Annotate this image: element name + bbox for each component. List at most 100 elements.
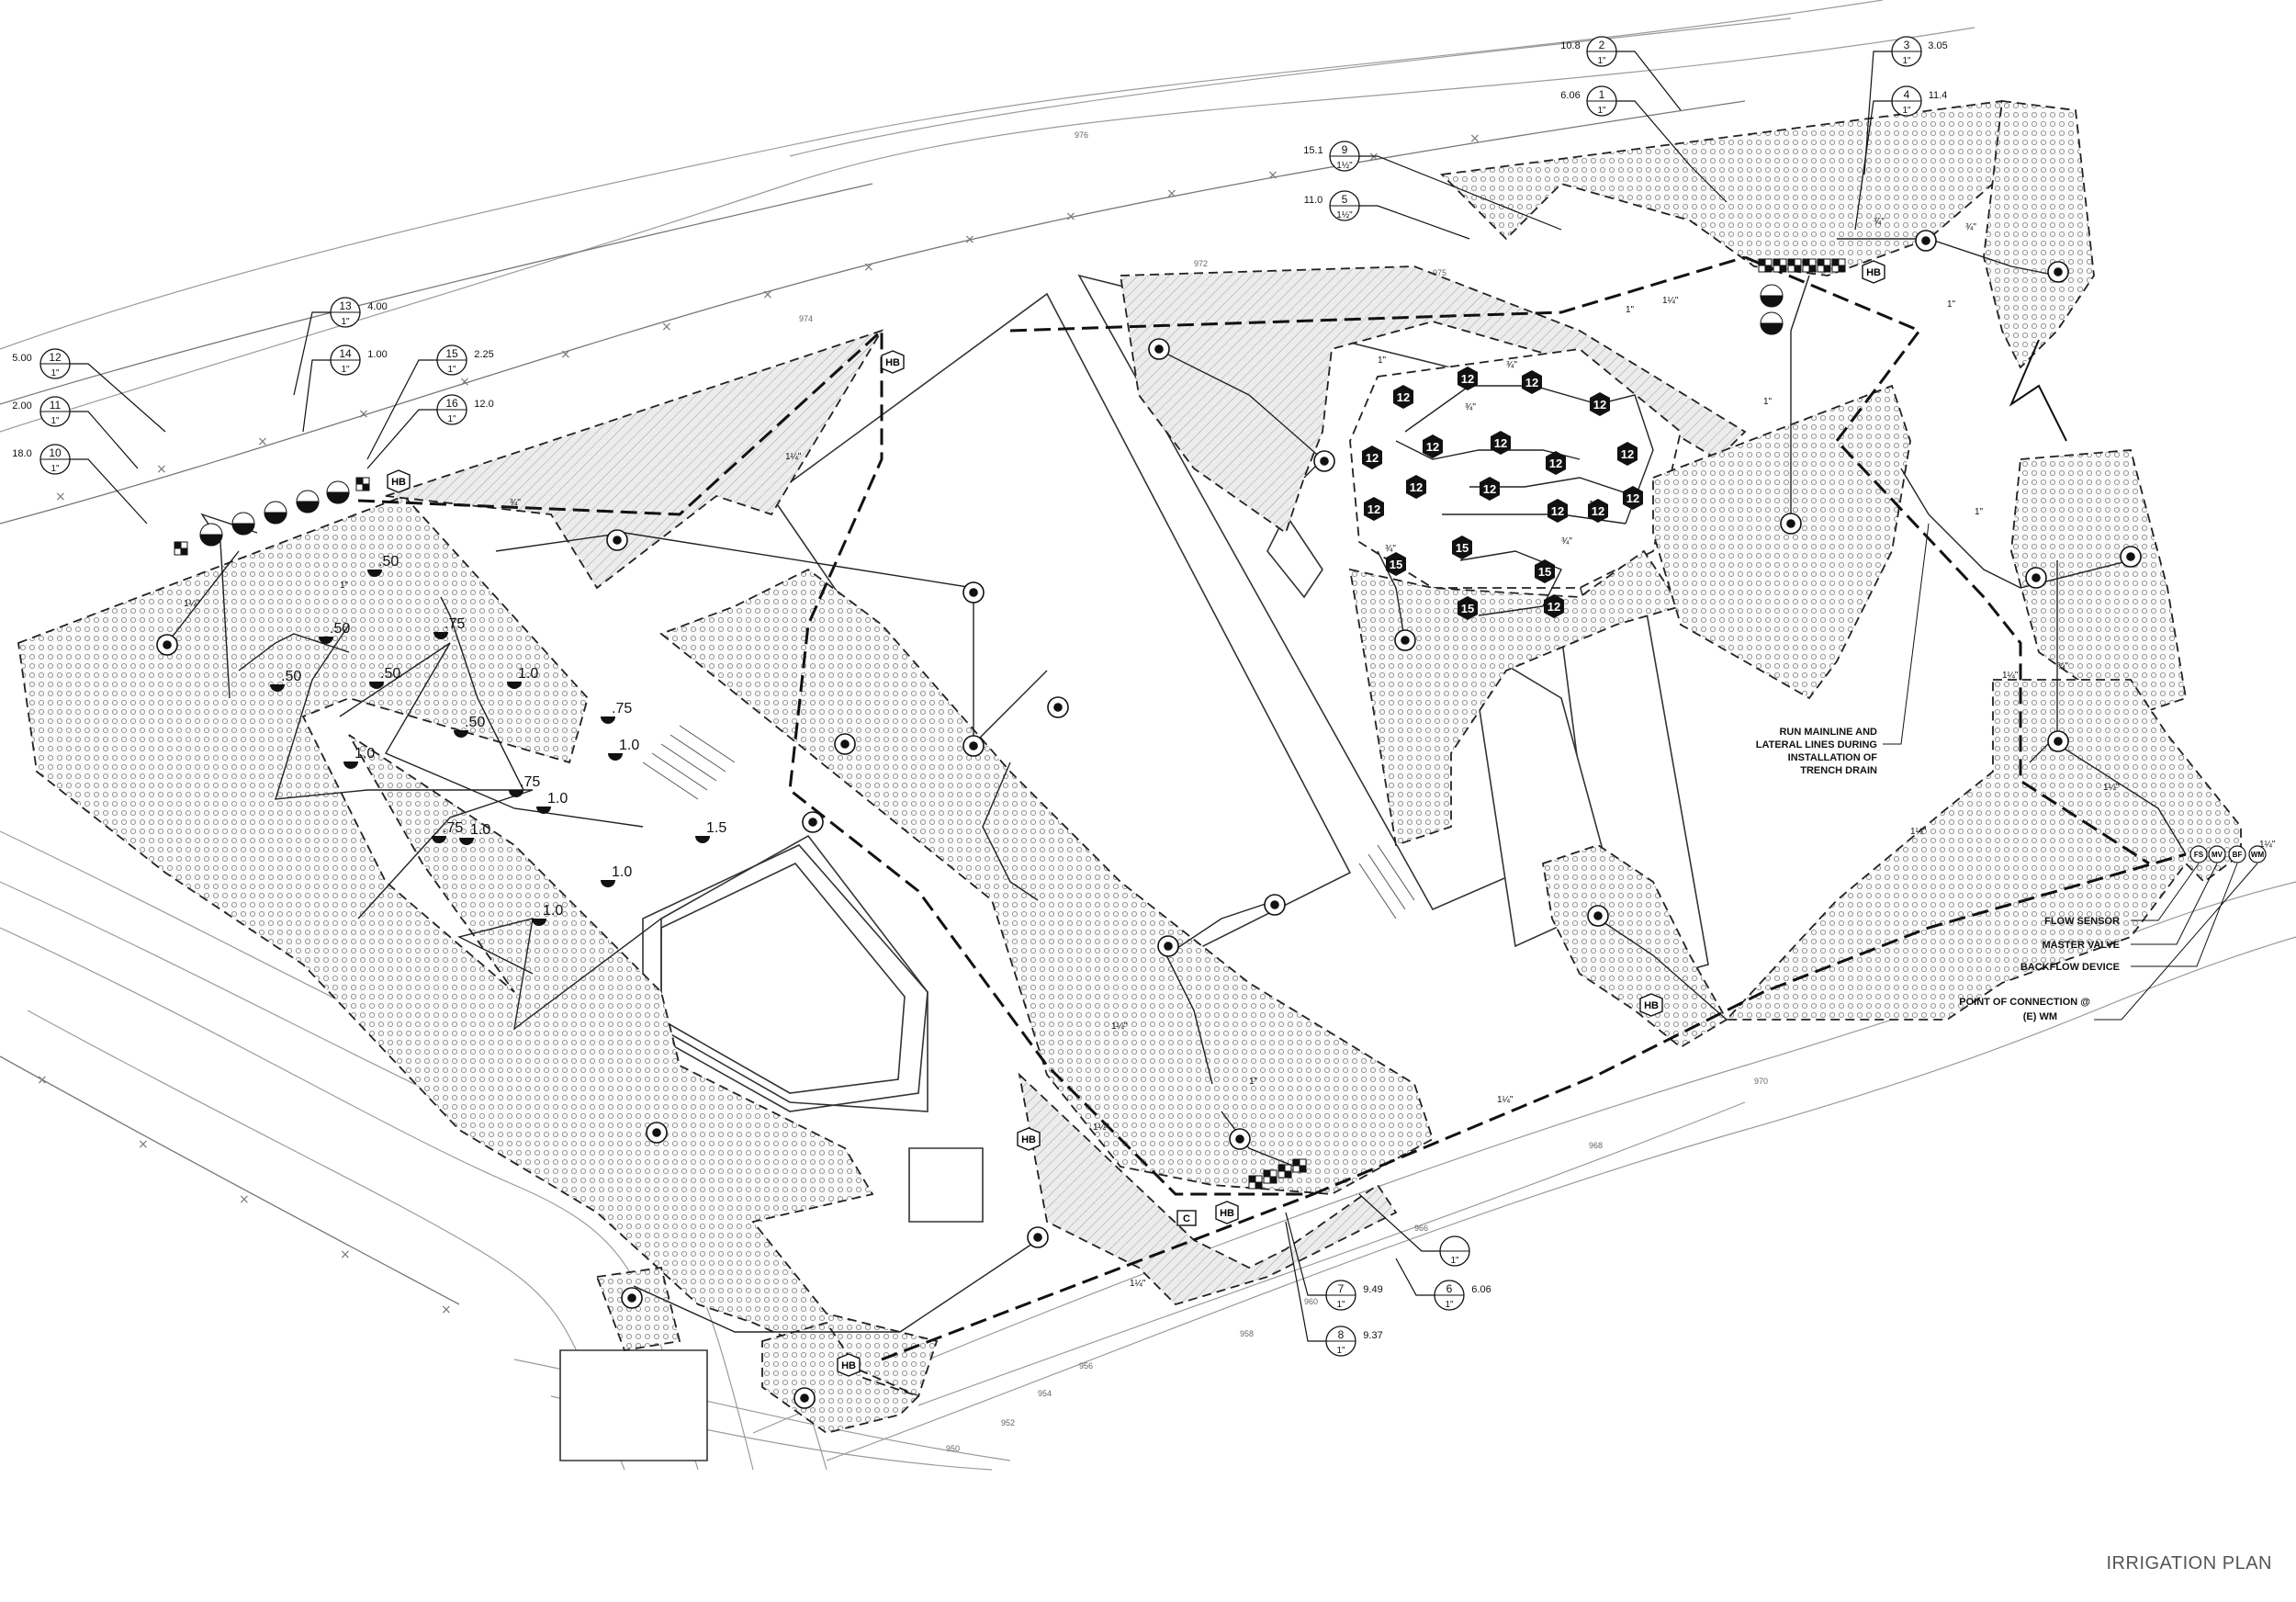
drip-marker: 15 — [1538, 565, 1551, 579]
bed-ne-corner — [1440, 99, 2004, 276]
svg-text:1": 1" — [341, 365, 350, 375]
svg-text:4.00: 4.00 — [367, 301, 387, 312]
zone-tag-3: 31" 3.05 — [1891, 36, 1948, 67]
equipment-notes: FLOW SENSOR MASTER VALVE BACKFLOW DEVICE… — [1756, 727, 2120, 1022]
drip-marker: 12 — [1367, 502, 1380, 516]
svg-text:¾": ¾" — [2057, 661, 2068, 671]
bed-ne-right — [1983, 99, 2095, 369]
svg-text:1½": 1½" — [1336, 161, 1353, 171]
svg-text:1": 1" — [447, 414, 456, 424]
bubbler-label: 1.0 — [547, 791, 568, 807]
bubbler-label: .50 — [330, 621, 350, 637]
svg-text:×: × — [459, 375, 470, 389]
drip-marker: 12 — [1410, 480, 1423, 494]
drip-marker: 12 — [1592, 504, 1604, 518]
svg-text:×: × — [55, 490, 66, 504]
svg-text:×: × — [1267, 168, 1278, 183]
hose-bib-label: HB — [1220, 1208, 1234, 1219]
bed-north-east — [1119, 265, 1747, 535]
svg-text:16: 16 — [445, 397, 458, 410]
zone-tag-blank: 1" — [1439, 1235, 1470, 1267]
backflow-device-icon: BF — [2233, 851, 2243, 859]
hose-bib-label: HB — [1644, 1000, 1659, 1011]
svg-text:3.05: 3.05 — [1928, 40, 1947, 51]
drip-marker: 12 — [1426, 440, 1439, 454]
drip-marker: 12 — [1593, 398, 1606, 412]
svg-text:1": 1" — [1597, 56, 1606, 66]
drip-marker: 12 — [1548, 600, 1560, 614]
mainline-note-line3: INSTALLATION OF — [1788, 752, 1878, 763]
zone-tag-16: 16 1" 12.0 — [436, 394, 494, 425]
bubbler-label: 1.5 — [706, 820, 726, 836]
svg-text:12.0: 12.0 — [474, 399, 493, 410]
drip-marker: 12 — [1525, 376, 1538, 389]
zone-tag-14: 141" 1.00 — [330, 344, 388, 376]
svg-text:11.0: 11.0 — [1304, 195, 1323, 206]
zone-tag-8: 8 1" 9.37 — [1325, 1326, 1383, 1357]
svg-text:1": 1" — [51, 464, 60, 474]
svg-text:1¼": 1¼" — [1093, 1122, 1109, 1133]
svg-text:5: 5 — [1342, 193, 1348, 206]
bubbler-label: .75 — [520, 774, 540, 790]
drip-marker: 15 — [1461, 602, 1474, 615]
svg-text:1": 1" — [1626, 305, 1635, 315]
drip-marker: 12 — [1461, 372, 1474, 386]
svg-text:9.49: 9.49 — [1363, 1284, 1382, 1295]
zone-tag-5: 51½" 11.0 — [1304, 190, 1360, 221]
bubbler-label: 1.0 — [612, 864, 632, 880]
svg-text:9.37: 9.37 — [1363, 1330, 1382, 1341]
svg-text:1": 1" — [1597, 106, 1606, 116]
zone-tag-7: 71" 9.49 — [1325, 1280, 1383, 1311]
tree-bubblers: .50 .75 .50 .50 1.0 .50 1.0 .75 .50 .75 … — [270, 554, 726, 926]
svg-text:2.25: 2.25 — [474, 349, 493, 360]
svg-text:6.06: 6.06 — [1471, 1284, 1491, 1295]
flow-sensor-note: FLOW SENSOR — [2044, 916, 2120, 927]
svg-text:9: 9 — [1342, 143, 1348, 156]
poc-equipment: FS MV BF WM — [2189, 845, 2267, 863]
drip-marker: 12 — [1621, 447, 1634, 461]
svg-text:11: 11 — [50, 399, 62, 412]
svg-text:1": 1" — [1902, 106, 1911, 116]
bed-central-diagonal — [659, 568, 1435, 1195]
svg-text:6: 6 — [1446, 1282, 1453, 1295]
svg-text:1¼": 1¼" — [2002, 670, 2019, 681]
svg-text:×: × — [1065, 209, 1076, 224]
planting-beds — [17, 99, 2242, 1434]
svg-text:8: 8 — [1338, 1328, 1345, 1341]
svg-text:14: 14 — [339, 347, 352, 360]
pipe-size-labels: 1¼" 1" ¾" 1¼" 1" ¾" 1¼" 1" 1¼" 1¼" 1¼" 1… — [184, 217, 2276, 1289]
svg-text:3: 3 — [1904, 39, 1910, 51]
zone-callouts: 21" 10.8 11" 6.06 31" 3.05 41" 11.4 91½"… — [12, 36, 1948, 1357]
svg-text:1¼": 1¼" — [785, 451, 802, 462]
site-feature — [2009, 339, 2067, 442]
svg-text:10.8: 10.8 — [1560, 40, 1580, 51]
svg-text:972: 972 — [1194, 259, 1208, 268]
svg-text:×: × — [1166, 186, 1177, 201]
drip-marker: 12 — [1494, 436, 1507, 450]
mainline-note-line2: LATERAL LINES DURING — [1756, 739, 1877, 750]
bubbler-label: 1.0 — [543, 903, 563, 919]
callout-leaders — [70, 51, 1892, 1342]
svg-text:1": 1" — [51, 416, 60, 426]
svg-text:15.1: 15.1 — [1303, 145, 1322, 156]
svg-text:¾": ¾" — [1465, 402, 1476, 412]
svg-text:2.00: 2.00 — [12, 400, 31, 412]
svg-text:¾": ¾" — [1506, 360, 1517, 370]
svg-text:976: 976 — [1075, 130, 1088, 140]
backflow-note: BACKFLOW DEVICE — [2020, 962, 2120, 973]
svg-text:5.00: 5.00 — [12, 353, 31, 364]
svg-text:×: × — [1368, 150, 1379, 164]
mainline-note-line4: TRENCH DRAIN — [1800, 765, 1877, 776]
svg-text:1¼": 1¼" — [1910, 826, 1927, 837]
svg-text:1": 1" — [1763, 397, 1773, 407]
svg-text:1": 1" — [341, 317, 350, 327]
svg-text:1¼": 1¼" — [1497, 1094, 1514, 1105]
svg-text:968: 968 — [1589, 1141, 1603, 1150]
bubbler-label: 1.0 — [470, 822, 490, 838]
bubbler-label: .50 — [380, 666, 400, 682]
svg-text:1": 1" — [1336, 1346, 1345, 1356]
svg-text:×: × — [138, 1137, 149, 1152]
bubbler-label: 1.0 — [518, 666, 538, 682]
svg-text:1": 1" — [1445, 1300, 1454, 1310]
